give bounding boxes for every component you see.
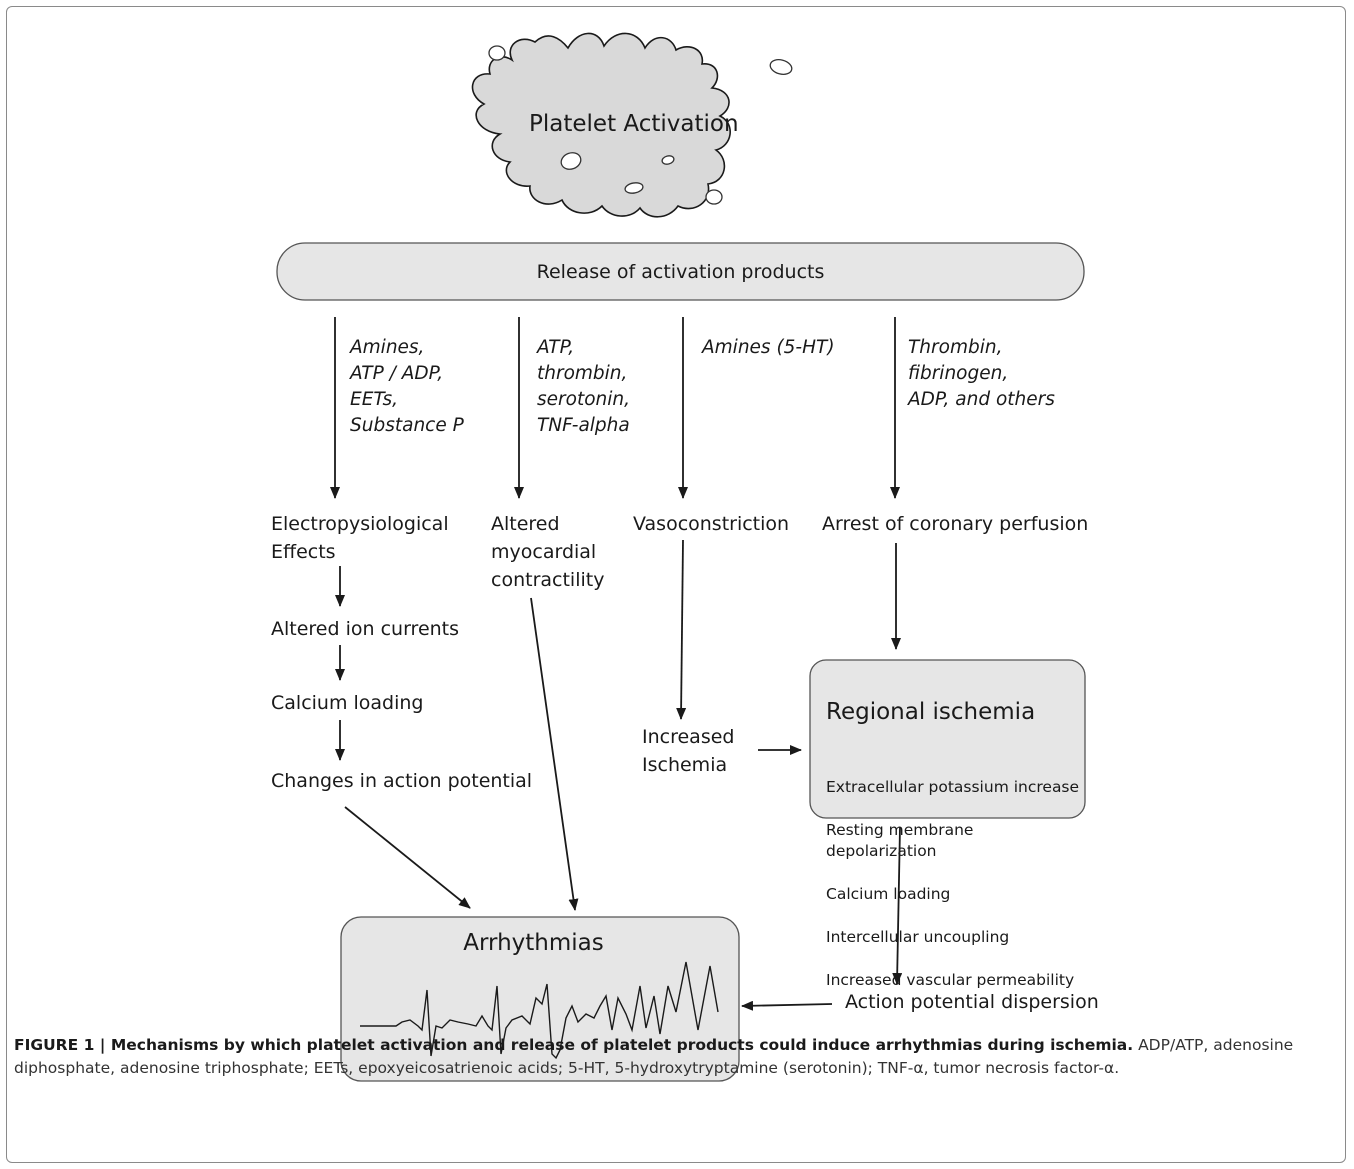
regional-ischemia-item: Resting membrane depolarization — [826, 820, 974, 861]
granule-shape — [560, 152, 582, 170]
electrophysiological-effects-label: Electropysiological Effects — [271, 513, 449, 563]
platelet-activation-title: Platelet Activation — [529, 111, 739, 137]
arrest-coronary-perfusion-label: Arrest of coronary perfusion — [822, 513, 1089, 535]
regional-ischemia-item: Intercellular uncoupling — [826, 928, 1010, 946]
edge-label-col2: ATP, thrombin, serotonin, TNF-alpha — [537, 337, 630, 436]
caption-bold: FIGURE 1 | Mechanisms by which platelet … — [14, 1036, 1134, 1054]
arrhythmias-box-shape — [340, 916, 740, 1082]
edge-label-col3: Amines (5-HT) — [702, 337, 835, 358]
edge-label-col1: Amines, ATP / ADP, EETs, Substance P — [350, 337, 464, 436]
figure-caption: FIGURE 1 | Mechanisms by which platelet … — [14, 1034, 1334, 1080]
arrow-regional-dispersion — [892, 826, 903, 985]
calcium-loading-label: Calcium loading — [271, 692, 424, 714]
caption-text: ADP/ATP, adenosine diphosphate, adenosin… — [14, 1036, 1294, 1077]
release-products-label: Release of activation products — [536, 261, 825, 283]
platelet-blob-shape — [471, 32, 731, 218]
granule-shape — [769, 59, 793, 75]
altered-ion-currents-label: Altered ion currents — [271, 618, 460, 640]
changes-action-potential-label: Changes in action potential — [271, 770, 533, 792]
granule-shape — [488, 45, 506, 61]
action-potential-dispersion-label: Action potential dispersion — [845, 991, 1099, 1013]
ecg-trace — [360, 961, 719, 1060]
altered-contractility-label: Altered myocardial contractility — [491, 513, 605, 591]
regional-ischemia-list: Extracellular potassium increase Resting… — [826, 755, 1081, 1013]
release-pill-shape — [276, 242, 1085, 301]
regional-ischemia-box: Regional ischemia Extracellular potassiu… — [826, 669, 1081, 1041]
granule-shape — [705, 189, 723, 205]
arrow-dispersion-arrhythmias — [741, 1000, 833, 1011]
regional-ischemia-item: Extracellular potassium increase — [826, 777, 1080, 796]
regional-ischemia-title: Regional ischemia — [826, 699, 1036, 725]
granule-shape — [661, 155, 675, 165]
regional-ischemia-box-shape — [809, 659, 1086, 819]
edge-label-col4: Thrombin, fibrinogen, ADP, and others — [908, 337, 1055, 410]
arrow-contractility-arrhythmias — [530, 597, 579, 911]
arrow-changes-arrhythmias — [344, 806, 471, 909]
vasoconstriction-label: Vasoconstriction — [633, 513, 790, 535]
arrow-vaso-ischemia — [676, 539, 687, 720]
arrhythmias-title: Arrhythmias — [463, 930, 604, 956]
increased-ischemia-label: Increased Ischemia — [642, 726, 735, 776]
regional-ischemia-item: Increased vascular permeability — [826, 971, 1075, 989]
granule-shape — [624, 182, 644, 194]
regional-ischemia-item: Calcium loading — [826, 885, 951, 903]
